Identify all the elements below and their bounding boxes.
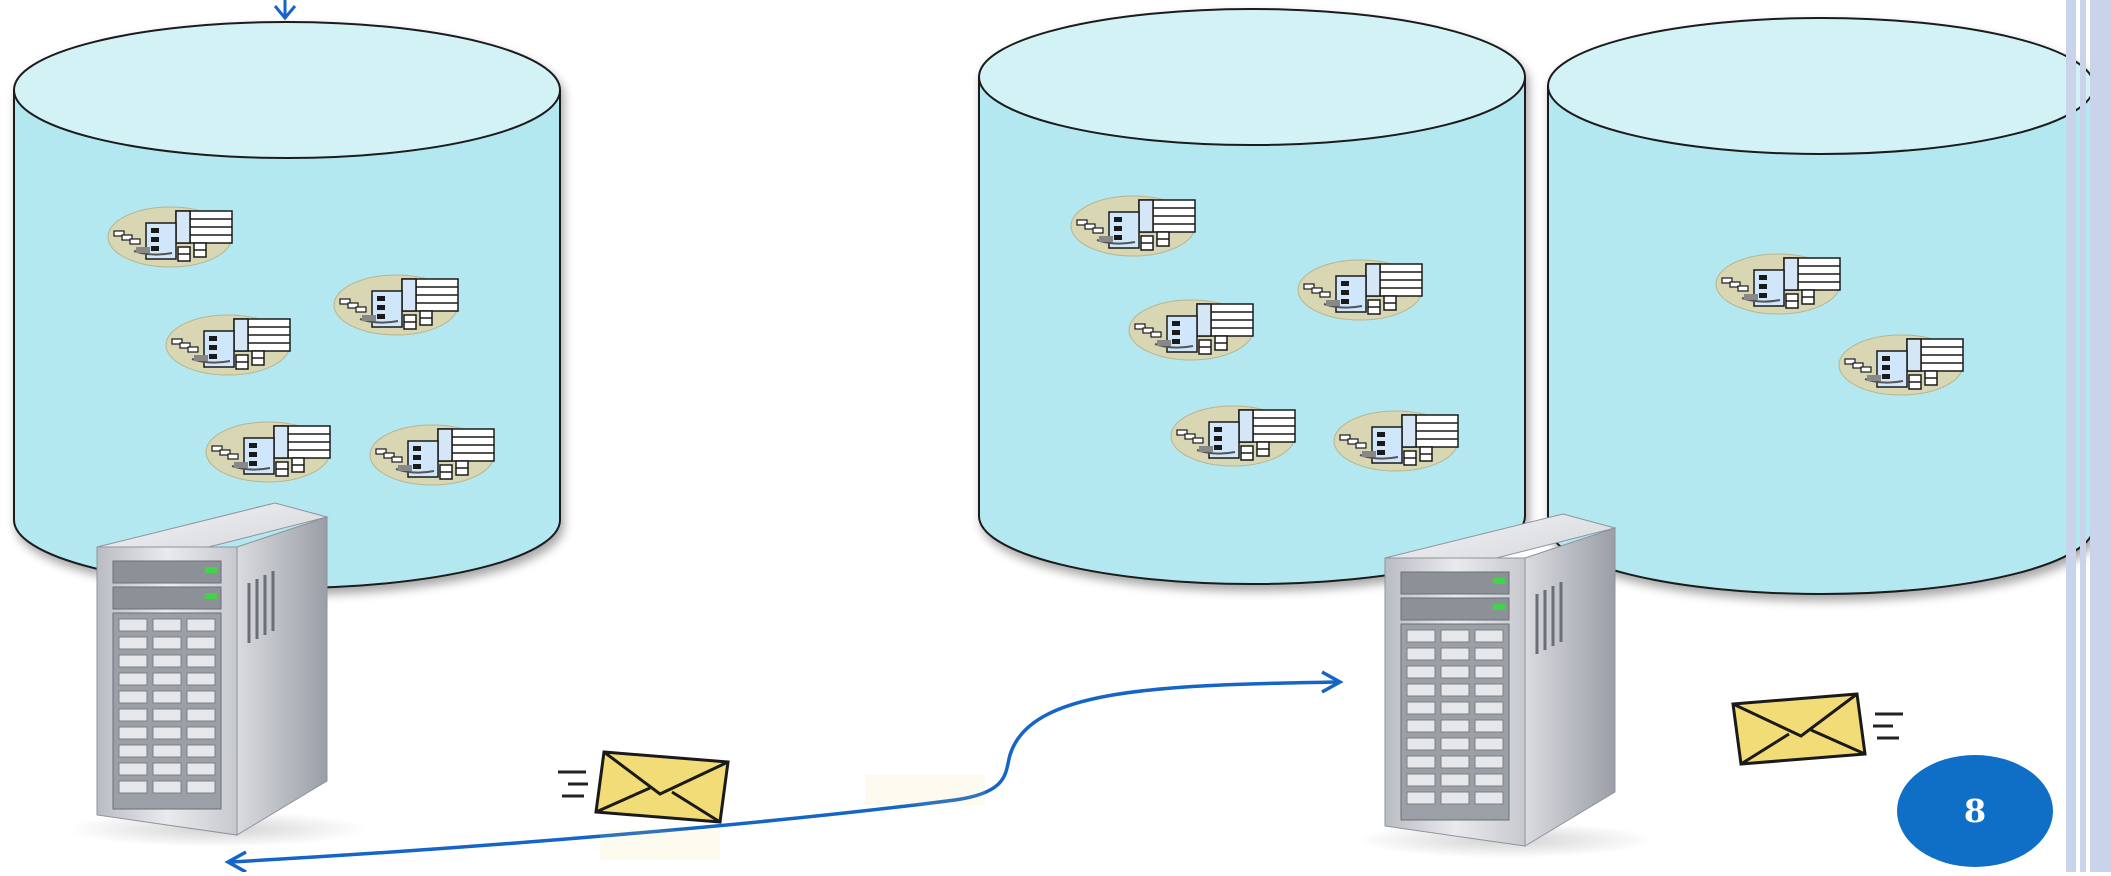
page-number: 8 xyxy=(1963,792,1987,830)
side-stripe xyxy=(2090,0,2111,872)
table-cluster-icon xyxy=(369,424,495,486)
table-cluster-icon xyxy=(165,314,291,376)
incoming-arrow xyxy=(273,0,297,21)
table-cluster-icon xyxy=(1838,334,1964,396)
table-cluster-icon xyxy=(333,274,459,336)
side-stripe xyxy=(2080,0,2086,872)
database-cylinder-right xyxy=(1547,17,2095,595)
table-cluster-icon xyxy=(1715,253,1841,315)
server-tower-icon-right xyxy=(1353,512,1657,860)
database-cylinder-left xyxy=(13,21,561,589)
table-cluster-icon xyxy=(1333,410,1459,472)
envelope-message-icon xyxy=(556,750,730,824)
side-stripe xyxy=(2066,0,2076,872)
table-cluster-icon xyxy=(1297,259,1423,321)
server-tower-icon-left xyxy=(65,501,369,849)
table-cluster-icon xyxy=(205,421,331,483)
table-cluster-icon xyxy=(1070,195,1196,257)
envelope-reflection xyxy=(600,775,985,860)
page-number-badge: 8 xyxy=(1897,755,2053,867)
envelope-message-icon xyxy=(1731,692,1905,766)
database-cylinder-middle xyxy=(978,8,1526,585)
table-cluster-icon xyxy=(1128,299,1254,361)
message-flow-arrow xyxy=(224,670,1344,874)
table-cluster-icon xyxy=(107,206,233,268)
table-cluster-icon xyxy=(1170,405,1296,467)
